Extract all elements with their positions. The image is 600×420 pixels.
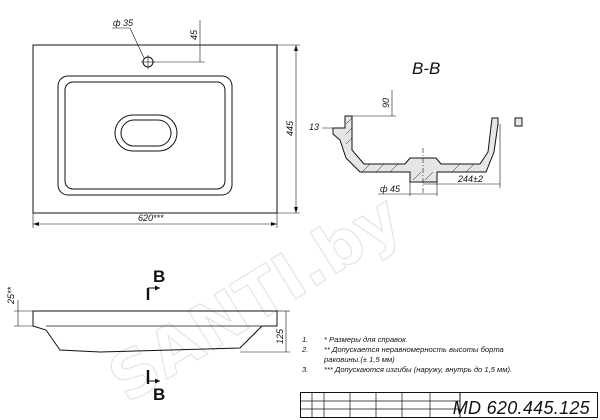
side-view — [14, 285, 290, 384]
cut-label-bottom: B — [153, 385, 165, 404]
side-outline — [32, 310, 278, 353]
height-label: 445 — [285, 120, 295, 136]
rim-thickness-label: 25** — [6, 286, 16, 305]
drain-outer — [114, 114, 178, 152]
section-view — [322, 90, 523, 196]
rim-width-label: 13 — [309, 122, 319, 132]
drain-inner — [120, 119, 172, 147]
title-block-frame — [300, 392, 598, 418]
hole-offset-label: 45 — [189, 29, 199, 40]
body-height-label: 125 — [275, 328, 285, 344]
depth-label: 244±2 — [457, 174, 483, 184]
note-item: раковины.(± 1,5 мм) — [324, 355, 395, 364]
title-block — [300, 392, 598, 418]
cut-label-top: B — [153, 267, 165, 286]
bowl-outer — [57, 75, 233, 196]
rim-height-label: 90 — [381, 98, 391, 108]
basin-outline — [32, 44, 278, 214]
note-item: 3.*** Допускаются изгибы (наружу, внутрь… — [302, 365, 513, 374]
bowl-inner — [64, 81, 226, 190]
drain-diameter-label: ф 45 — [380, 184, 401, 194]
width-label: 620*** — [138, 213, 164, 223]
note-item: 1.* Размеры для справок. — [302, 335, 408, 344]
section-rim-right — [514, 117, 523, 127]
notes-list: 1.* Размеры для справок. 2.** Допускаетс… — [302, 335, 592, 375]
top-view — [32, 20, 300, 228]
hole-diameter-label: ф 35 — [113, 18, 134, 28]
section-profile — [332, 115, 499, 183]
model-number: MD 620.445.125 — [452, 398, 590, 418]
section-title: B-B — [412, 59, 440, 78]
note-item: 2.** Допускается неравномерность высоты … — [302, 345, 504, 354]
